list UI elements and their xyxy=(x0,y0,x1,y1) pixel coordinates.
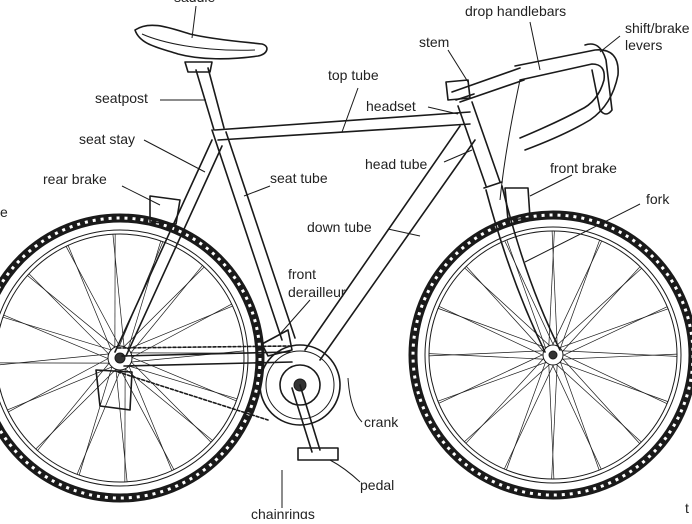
spoke xyxy=(429,351,545,356)
cockpit xyxy=(446,44,618,200)
label-partial-left: e xyxy=(0,204,8,220)
rear-derailleur xyxy=(96,370,132,410)
spoke xyxy=(129,265,202,354)
spoke xyxy=(556,364,642,442)
label-shift-brake-levers-2: levers xyxy=(625,37,662,53)
label-chainrings: chainrings xyxy=(251,506,315,519)
leader-saddle xyxy=(192,6,196,38)
label-crank: crank xyxy=(364,414,399,430)
label-top-tube: top tube xyxy=(328,67,379,83)
leader-headset xyxy=(428,107,458,114)
label-stem: stem xyxy=(419,34,449,50)
spoke xyxy=(561,351,677,357)
saddle xyxy=(135,25,267,59)
leader-head-tube xyxy=(444,150,472,162)
spoke xyxy=(552,364,601,469)
top-tube xyxy=(215,112,470,130)
leader-crank xyxy=(348,378,362,422)
head-tube xyxy=(458,106,486,186)
saddle-assembly xyxy=(135,25,267,130)
spoke xyxy=(562,354,667,404)
label-fork: fork xyxy=(646,191,670,207)
spoke xyxy=(562,267,640,353)
spoke xyxy=(127,241,160,351)
leader-seat-tube xyxy=(244,186,270,196)
label-shift-brake-levers: shift/brake xyxy=(625,20,690,36)
label-saddle: saddle xyxy=(174,0,215,5)
leader-rear-brake xyxy=(122,186,160,205)
label-headset: headset xyxy=(366,98,416,114)
spoke xyxy=(464,364,550,442)
leader-top-tube xyxy=(342,88,358,132)
spoke xyxy=(3,317,113,350)
spoke xyxy=(127,365,237,398)
spoke xyxy=(36,368,118,449)
label-partial-right: t xyxy=(685,500,689,516)
spoke xyxy=(120,368,174,470)
label-front-derailleur: front xyxy=(288,266,316,282)
spoke xyxy=(429,354,545,360)
leader-down-tube xyxy=(388,229,420,236)
label-down-tube: down tube xyxy=(307,219,372,235)
front-wheel xyxy=(413,215,692,495)
spoke xyxy=(130,360,211,442)
label-head-tube: head tube xyxy=(365,156,427,172)
rear-wheel xyxy=(0,218,260,498)
label-seat-tube: seat tube xyxy=(270,170,328,186)
spoke xyxy=(8,358,110,412)
spoke xyxy=(562,358,640,444)
brake-cable xyxy=(500,80,520,200)
spoke xyxy=(549,363,554,479)
label-pedal: pedal xyxy=(360,477,394,493)
leader-shift-brake xyxy=(600,36,620,52)
spoke xyxy=(79,365,112,475)
spoke xyxy=(126,306,233,350)
spoke xyxy=(466,266,544,352)
spoke xyxy=(66,246,120,348)
spoke xyxy=(561,354,677,359)
leader-pedal xyxy=(330,460,360,482)
spoke xyxy=(504,364,554,469)
leader-front-brake xyxy=(530,175,572,196)
spoke xyxy=(27,275,116,348)
handlebar xyxy=(515,50,618,150)
pedal xyxy=(298,448,338,460)
spoke xyxy=(29,274,110,356)
spoke xyxy=(466,358,544,444)
spoke xyxy=(4,315,110,359)
label-front-derailleur-2: derailleur xyxy=(288,284,346,300)
label-seat-stay: seat stay xyxy=(79,131,135,147)
spoke xyxy=(562,307,667,356)
leader-seat-stay xyxy=(144,140,205,172)
label-seatpost: seatpost xyxy=(95,90,148,106)
spoke xyxy=(556,268,642,346)
spoke xyxy=(552,363,558,479)
leader-stem xyxy=(448,50,468,82)
spoke xyxy=(552,241,602,346)
spoke xyxy=(77,368,121,474)
label-drop-handlebars: drop handlebars xyxy=(465,3,566,19)
label-rear-brake: rear brake xyxy=(43,171,107,187)
spoke xyxy=(68,245,112,352)
spoke xyxy=(505,241,554,346)
label-front-brake: front brake xyxy=(550,160,617,176)
spoke xyxy=(128,364,172,471)
spoke xyxy=(439,354,544,403)
